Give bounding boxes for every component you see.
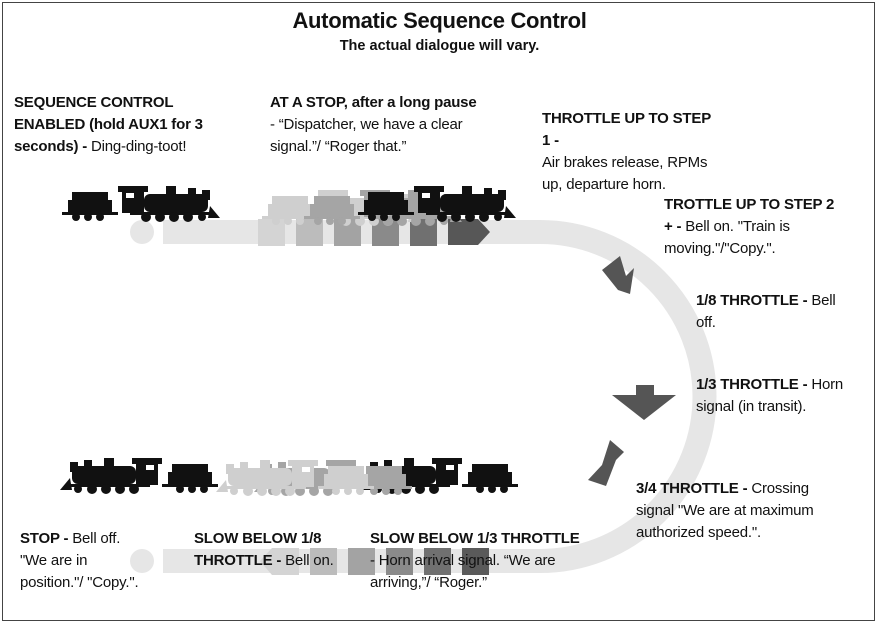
train-stop	[60, 458, 218, 494]
curve-arrows	[588, 256, 676, 486]
stop-dot	[130, 549, 154, 573]
step-throttle-step-2: TROTTLE UP TO STEP 2 + - Bell on. "Train…	[664, 196, 835, 257]
start-dot	[130, 220, 154, 244]
step-three-quarter-throttle: 3/4 THROTTLE - Crossing signal "We are a…	[636, 480, 814, 541]
arrow-3	[588, 440, 624, 486]
diagram-title: Automatic Sequence Control	[292, 8, 587, 33]
arrow-2	[612, 385, 676, 420]
step-slow-below-one-eighth: SLOW BELOW 1/8 THROTTLE - Bell on.	[194, 530, 334, 569]
step-one-third-throttle: 1/3 THROTTLE - Horn signal (in transit).	[696, 376, 844, 415]
diagram-subtitle: The actual dialogue will vary.	[339, 38, 540, 54]
track-path	[163, 220, 717, 573]
step-at-a-stop: AT A STOP, after a long pause- “Dispatch…	[270, 94, 477, 155]
step-sequence-enabled: SEQUENCE CONTROL ENABLED (hold AUX1 for …	[14, 94, 203, 155]
train-start	[62, 186, 220, 222]
step-throttle-step-1: THROTTLE UP TO STEP 1 -Air brakes releas…	[542, 110, 711, 193]
step-slow-below-one-third: SLOW BELOW 1/3 THROTTLE- Horn arrival si…	[370, 530, 580, 591]
step-one-eighth-throttle: 1/8 THROTTLE - Bell off.	[696, 292, 836, 331]
step-stop: STOP - Bell off. "We are in position."/ …	[20, 530, 139, 591]
arrow-1	[602, 256, 634, 294]
throttle-squares-bottom	[260, 548, 489, 575]
